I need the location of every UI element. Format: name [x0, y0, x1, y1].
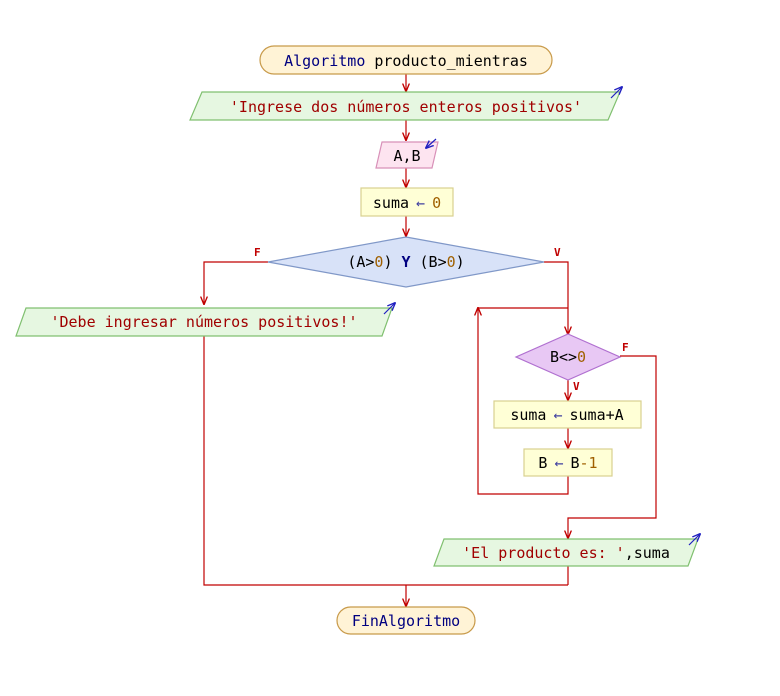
start-keyword: Algoritmo	[284, 52, 365, 70]
cond-var-b: B	[429, 253, 438, 271]
init-var: suma	[373, 194, 409, 212]
end-keyword: FinAlgoritmo	[352, 612, 460, 630]
start-terminal: Algoritmo producto_mientras	[259, 45, 553, 75]
cond-op: >	[438, 253, 447, 271]
output-arrow-icon	[610, 87, 622, 99]
loop-cond-op: <>	[559, 348, 577, 366]
false-label: F	[254, 246, 261, 259]
svg-text:(A>0)Y(B>0): (A>0)Y(B>0)	[347, 253, 464, 271]
prompt-output-box: 'Ingrese dos números enteros positivos'	[189, 87, 622, 121]
input-arrow-icon	[426, 138, 437, 148]
error-output-text: 'Debe ingresar números positivos!'	[50, 313, 357, 331]
init-process: suma ← 0	[360, 187, 454, 217]
loop-false-label: F	[622, 341, 629, 354]
error-output-box: 'Debe ingresar números positivos!'	[15, 303, 395, 337]
cond-paren: (	[420, 253, 429, 271]
svg-text:suma←0: suma ← 0	[373, 194, 441, 212]
loop-cond-val: 0	[577, 348, 586, 366]
loop-body-sum: suma ← suma+A	[493, 400, 642, 429]
svg-text:'El producto es: ',suma: 'El producto es: ',suma	[462, 544, 670, 562]
assign-arrow: ←	[554, 454, 563, 472]
result-sep: ,	[625, 544, 634, 562]
body2-minus: -	[580, 454, 589, 472]
body1-var: suma	[510, 406, 546, 424]
cond-zero: 0	[447, 253, 456, 271]
result-text: 'El producto es: '	[462, 544, 625, 562]
end-terminal: FinAlgoritmo	[336, 606, 476, 635]
cond-paren: (	[347, 253, 356, 271]
main-decision: (A>0)Y(B>0) F V	[254, 236, 561, 288]
output-arrow-icon	[688, 534, 700, 546]
svg-text:B<>0: B<>0	[550, 348, 586, 366]
assign-arrow: ←	[416, 194, 425, 212]
input-vars: A,B	[393, 147, 420, 165]
body2-lhs: B	[570, 454, 579, 472]
start-name: producto_mientras	[374, 52, 528, 70]
cond-paren: )	[456, 253, 465, 271]
cond-zero: 0	[374, 253, 383, 271]
cond-op: >	[365, 253, 374, 271]
flow-lines	[204, 74, 657, 606]
true-label: V	[554, 246, 561, 259]
input-box: A,B	[375, 138, 439, 169]
svg-text:B←B-1: B←B-1	[538, 454, 597, 472]
body2-one: 1	[589, 454, 598, 472]
cond-var-a: A	[356, 253, 365, 271]
result-output-box: 'El producto es: ',suma	[433, 534, 700, 567]
cond-and: Y	[401, 253, 410, 271]
body2-var: B	[538, 454, 547, 472]
loop-decision: B<>0 V F	[514, 333, 629, 393]
assign-arrow: ←	[553, 406, 562, 424]
body1-expr: suma+A	[569, 406, 623, 424]
prompt-output-text: 'Ingrese dos números enteros positivos'	[230, 98, 582, 116]
loop-cond-var: B	[550, 348, 559, 366]
result-var: suma	[634, 544, 670, 562]
loop-body-decrement: B←B-1	[523, 448, 613, 477]
svg-text:suma←suma+A: suma ← suma+A	[510, 406, 623, 424]
cond-paren: )	[383, 253, 392, 271]
loop-true-label: V	[573, 380, 580, 393]
output-arrow-icon	[383, 303, 395, 315]
init-value: 0	[432, 194, 441, 212]
